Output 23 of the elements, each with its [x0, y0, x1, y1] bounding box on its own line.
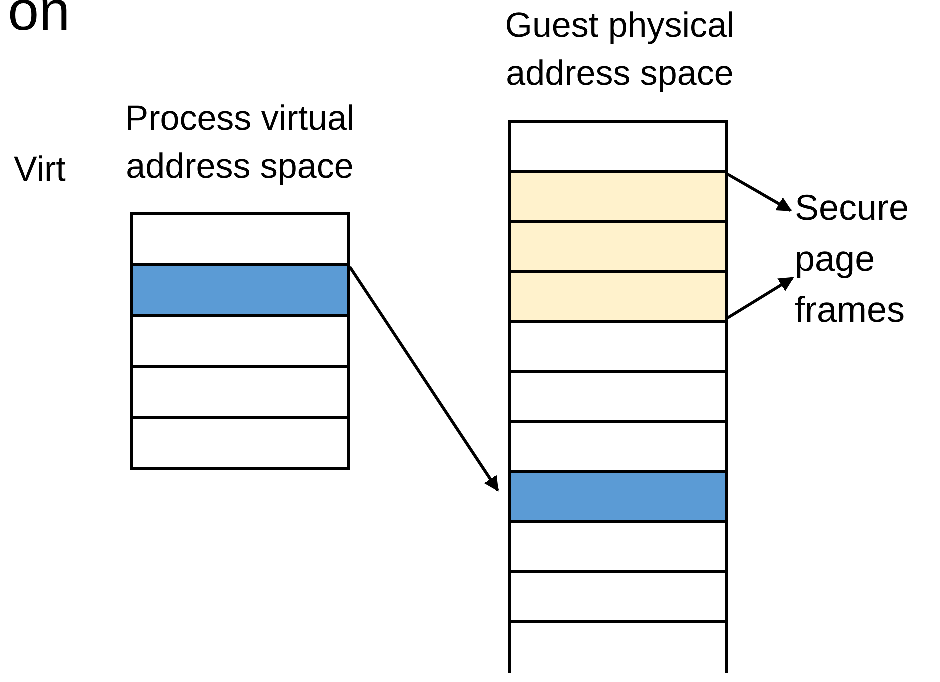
highlighted-page-row — [508, 223, 728, 273]
column-heading: Process virtual address space — [124, 98, 356, 188]
callout-text: Secure page frames — [795, 187, 910, 330]
arrow — [727, 173, 792, 212]
page-row — [508, 573, 728, 623]
page-row — [130, 368, 350, 419]
page-row — [508, 323, 728, 373]
page-row — [130, 212, 350, 266]
page-row — [130, 317, 350, 368]
arrow — [727, 276, 794, 320]
partial-text: Virt — [14, 150, 66, 190]
page-row — [508, 623, 728, 673]
highlighted-page-row — [508, 273, 728, 323]
highlighted-page-row — [130, 266, 350, 317]
highlighted-page-row — [508, 473, 728, 523]
column-heading: Guest physical address space — [504, 5, 736, 95]
page-row — [508, 373, 728, 423]
page-row — [130, 419, 350, 470]
page-row — [508, 120, 728, 173]
page-row — [508, 523, 728, 573]
highlighted-page-row — [508, 173, 728, 223]
page-row — [508, 423, 728, 473]
arrow — [348, 266, 500, 492]
